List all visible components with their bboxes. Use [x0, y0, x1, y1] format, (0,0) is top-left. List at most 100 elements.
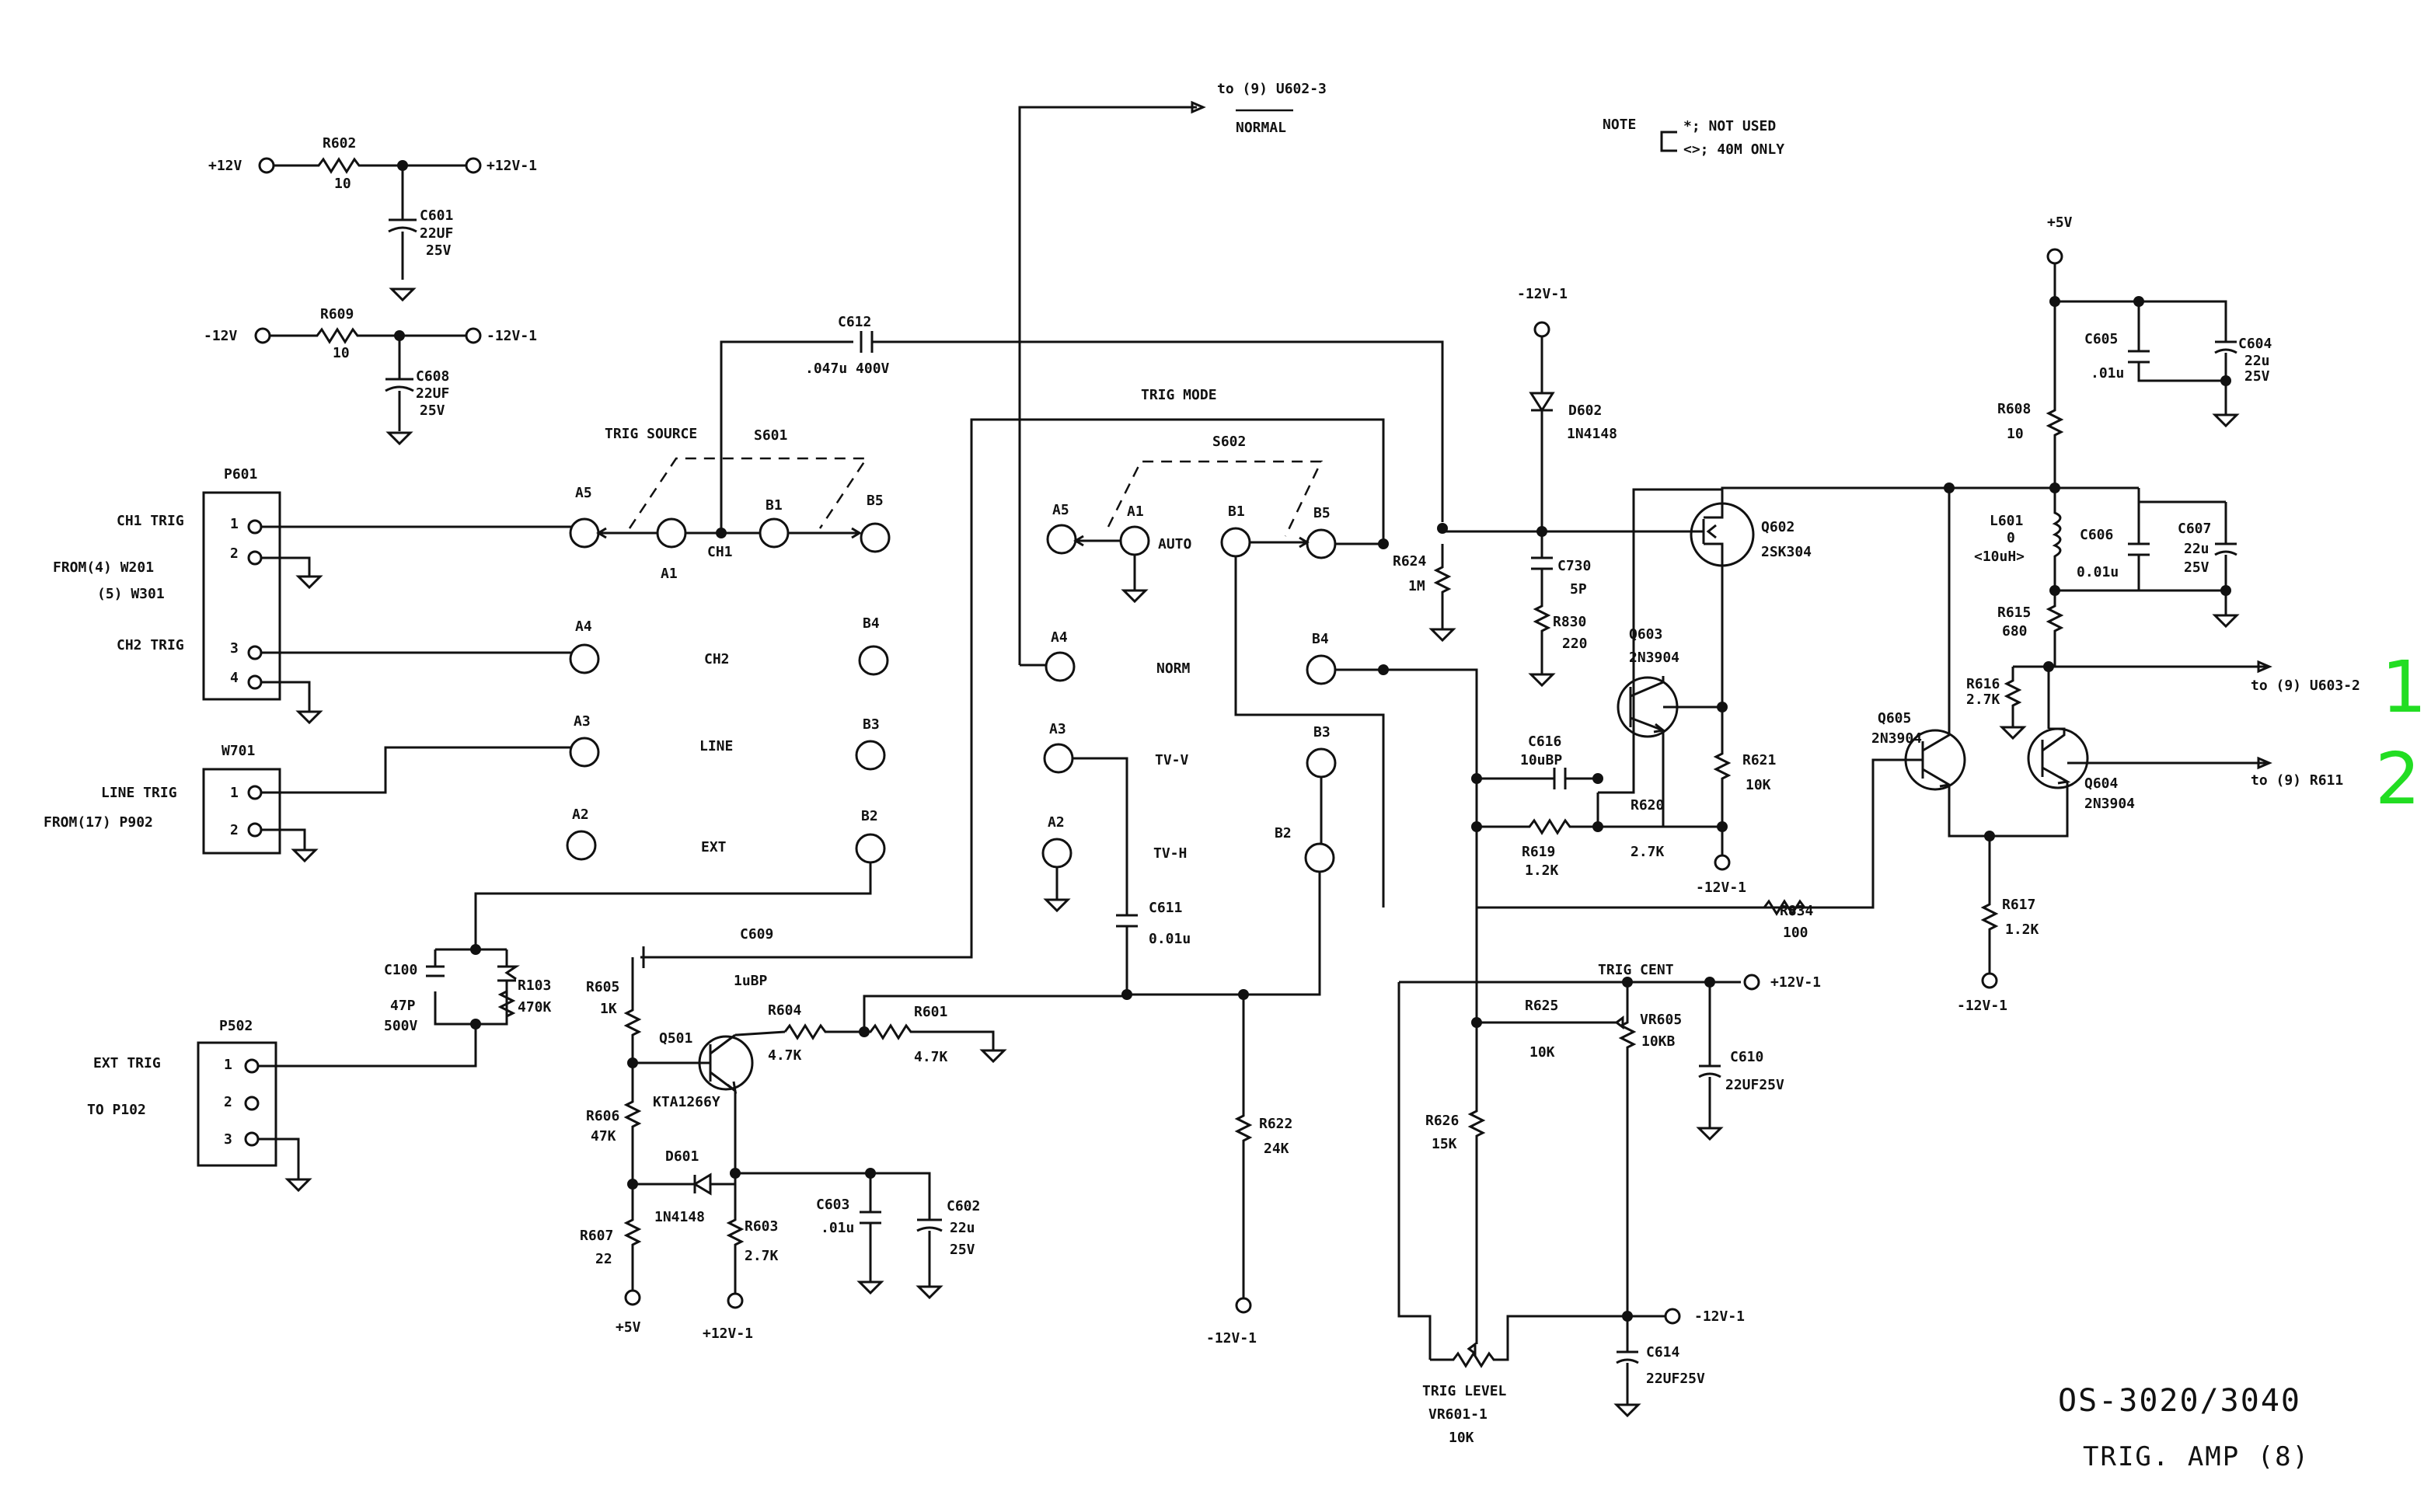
label-b5: B5: [867, 493, 884, 509]
label-q605: Q605: [1878, 710, 1911, 726]
label-q604-type: 2N3904: [2084, 796, 2135, 812]
note-line-2: <>; 40M ONLY: [1683, 141, 1784, 158]
trig-level-network: TRIG CENT +12V-1 R625 10K VR605 10KB C61…: [1397, 962, 1821, 1446]
trig-cent-bus: [1397, 981, 1741, 1360]
value-vr601: 10K: [1449, 1430, 1474, 1446]
node-dot: [1704, 977, 1715, 988]
contact-b1: [759, 517, 790, 549]
capacitor-c612: [720, 331, 1444, 533]
resistor-r622: [1234, 995, 1253, 1298]
label-l601: L601: [1990, 513, 2023, 529]
value-r625: 10K: [1529, 1044, 1555, 1061]
contact-b2: [1304, 842, 1335, 873]
resistor-r604-r601: [783, 1023, 1007, 1064]
switch-s601: TRIG SOURCE S601 A5 A1 CH1 B1 B5 A4 B4 C…: [261, 426, 891, 949]
node-dot: [865, 1168, 876, 1179]
label-q603: Q603: [1629, 626, 1662, 643]
label-line-trig: LINE TRIG: [101, 785, 177, 801]
label-p601: P601: [224, 466, 257, 483]
title-model: OS-3020/3040: [2058, 1383, 2301, 1419]
label-r103: R103: [518, 977, 551, 994]
switch-linkage: [628, 457, 869, 529]
ground-icon: [258, 1137, 312, 1193]
value-r624: 1M: [1408, 578, 1425, 594]
wire-b1: [1234, 556, 1385, 908]
terminal-m12v: [254, 327, 271, 344]
label-m12v: -12V: [204, 328, 238, 344]
label-r625: R625: [1525, 998, 1558, 1014]
label-b2: B2: [861, 808, 878, 824]
label-a5: A5: [1052, 502, 1069, 518]
label-a3: A3: [574, 713, 591, 730]
contact-a3: [569, 737, 600, 768]
value-c601-1: 22UF: [420, 225, 453, 242]
label-m12v1: -12V-1: [487, 328, 537, 344]
label-a2: A2: [1048, 814, 1065, 831]
value-r621: 10K: [1746, 777, 1771, 793]
pin-terminal: [244, 1131, 260, 1147]
label-trig-cent: TRIG CENT: [1598, 962, 1674, 978]
note-line-1: *; NOT USED: [1683, 118, 1776, 134]
node-dot: [1717, 821, 1728, 832]
node-dot: [2133, 296, 2144, 307]
node-dot: [1471, 773, 1482, 784]
label-c604: C604: [2238, 336, 2272, 352]
label-ch1-trig: CH1 TRIG: [117, 513, 184, 529]
terminal-p12v1: [727, 1292, 744, 1309]
label-tvh: TV-H: [1153, 845, 1187, 862]
label-tvv: TV-V: [1155, 752, 1189, 768]
label-c607: C607: [2178, 521, 2211, 537]
value-c603: .01u: [821, 1220, 854, 1236]
label-m12v1-top: -12V-1: [1517, 286, 1568, 302]
contact-a1: [656, 517, 687, 549]
label-c606: C606: [2080, 527, 2113, 543]
value-r616: 2.7K: [1966, 692, 2000, 708]
resistor-r617: [1980, 836, 1999, 973]
label-r626: R626: [1425, 1113, 1459, 1129]
value-r619: 1.2K: [1525, 862, 1559, 879]
terminal-m12v1: [1714, 854, 1731, 871]
supply-filter-minus: -12V R609 10 -12V-1 C608 22UF 25V: [204, 306, 537, 446]
label-c609: C609: [740, 926, 773, 942]
label-q605-type: 2N3904: [1871, 730, 1922, 747]
label-c616: C616: [1528, 733, 1561, 750]
pin-2: 2: [230, 545, 239, 562]
label-to-u602: to (9) U602-3: [1217, 81, 1327, 97]
pin-terminal: [247, 519, 263, 535]
label-p12v1: +12V-1: [487, 158, 537, 174]
value-c602-2: 25V: [950, 1242, 975, 1258]
contact-b4: [858, 645, 889, 676]
label-to-r611: to (9) R611: [2251, 772, 2343, 789]
label-d601-type: 1N4148: [654, 1209, 705, 1225]
label-r608: R608: [1997, 401, 2031, 417]
wire-c611-out: [863, 995, 1127, 1032]
label-q602-type: 2SK304: [1761, 544, 1812, 560]
header-p502: [197, 1041, 277, 1167]
value-r608: 10: [2007, 426, 2024, 442]
terminal-m12v1-b: [1664, 1308, 1681, 1325]
value-r603: 2.7K: [745, 1248, 779, 1264]
value-r834: 100: [1783, 925, 1808, 941]
label-a1: A1: [661, 566, 678, 582]
contact-b1: [1220, 527, 1251, 558]
wire-q602: [1598, 486, 2052, 794]
label-q604: Q604: [2084, 775, 2119, 792]
value-c611: 0.01u: [1149, 931, 1191, 947]
label-c605: C605: [2084, 331, 2118, 347]
value-l601: 0: [2007, 530, 2015, 546]
wire-line: [261, 746, 572, 794]
contact-b5: [1306, 528, 1337, 559]
note-bracket: [1660, 131, 1677, 152]
terminal-m12v1: [1235, 1297, 1252, 1314]
wire-b4: [1335, 668, 1920, 909]
value-c605: .01u: [2091, 365, 2124, 381]
node-dot: [1592, 773, 1603, 784]
label-m12v1-r621: -12V-1: [1696, 880, 1746, 896]
label-p502: P502: [219, 1018, 253, 1034]
capacitors-c603-c602: [735, 1172, 943, 1300]
node-dot: [1592, 821, 1603, 832]
supply-filter-plus: +12V R602 10 +12V-1 C601 22UF 25V: [208, 135, 537, 302]
value-c606: 0.01u: [2077, 564, 2119, 580]
value-c607-2: 25V: [2184, 559, 2210, 576]
